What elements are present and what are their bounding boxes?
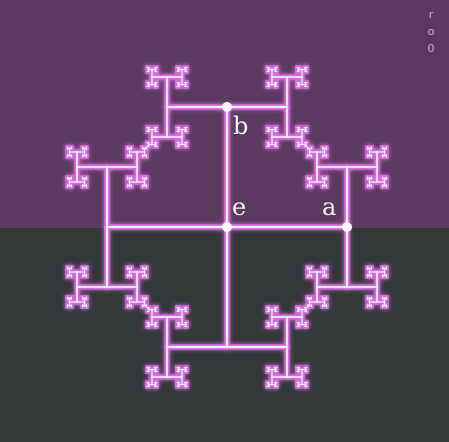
label-b: b	[233, 114, 248, 138]
corner-marks: r o 0	[423, 6, 439, 57]
label-a: a	[322, 195, 336, 219]
label-e: e	[232, 195, 246, 219]
corner-mark: o	[423, 23, 439, 40]
corner-mark: r	[423, 6, 439, 23]
node-b	[222, 102, 232, 112]
node-a	[342, 222, 352, 232]
node-e	[222, 222, 232, 232]
corner-mark: 0	[423, 40, 439, 57]
